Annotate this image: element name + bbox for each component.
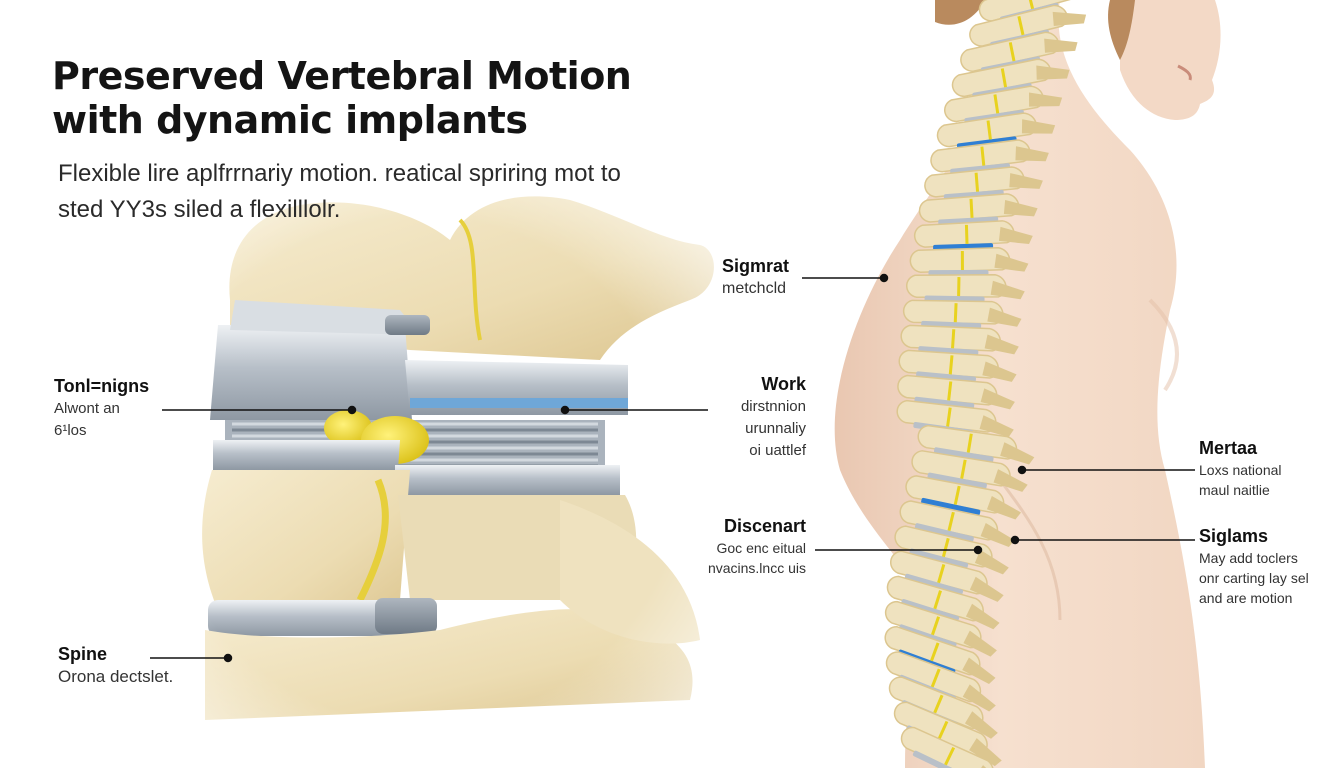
callout-work-line-3: oi uattlef bbox=[749, 442, 806, 459]
implant-closeup bbox=[160, 190, 740, 750]
callout-discenart-line-2: nvacins.lncc uis bbox=[707, 560, 806, 576]
callout-sigmrat-title: Sigmrat bbox=[722, 256, 790, 276]
vertebra bbox=[890, 550, 1004, 602]
callout-work-line-2: urunnaliy bbox=[745, 420, 806, 437]
vertebra bbox=[905, 475, 1022, 520]
callout-work-title: Work bbox=[761, 374, 806, 394]
head bbox=[935, 0, 1221, 120]
callout-siglams-line-1: May add toclers bbox=[1199, 550, 1298, 566]
callout-discenart-title: Discenart bbox=[723, 516, 806, 536]
callout-discenart: Discenart Goc enc eitual nvacins.lncc ui… bbox=[660, 514, 806, 578]
callout-siglams: Siglams May add toclers onr carting lay … bbox=[1199, 524, 1309, 608]
callout-tonlenigns: Tonl=nigns Alwont an 6¹los bbox=[54, 374, 149, 442]
callout-siglams-line-3: and are motion bbox=[1199, 590, 1293, 606]
subtitle-line-2: sted YY3s siled a flexilllolr. bbox=[58, 196, 341, 223]
callout-discenart-line-1: Goc enc eitual bbox=[716, 540, 807, 556]
callout-mertaa-line-2: maul naitlie bbox=[1199, 482, 1270, 498]
callout-tonlenigns-title: Tonl=nigns bbox=[54, 376, 150, 396]
vertebra bbox=[900, 726, 1008, 768]
callout-mertaa: Mertaa Loxs national maul naitlie bbox=[1199, 436, 1282, 500]
callout-tonlenigns-line-1: Alwont an bbox=[54, 400, 120, 417]
vertebra bbox=[918, 193, 1038, 226]
callout-sigmrat-line-1: metchcld bbox=[722, 280, 787, 297]
callout-spine-line-1: Orona dectslet. bbox=[58, 667, 174, 686]
callout-mertaa-title: Mertaa bbox=[1199, 438, 1258, 458]
headline-line-2: with dynamic implants bbox=[52, 98, 528, 142]
vertebra bbox=[897, 374, 1015, 410]
vertebra bbox=[911, 450, 1028, 492]
callout-work-line-1: dirstnnion bbox=[740, 398, 806, 415]
spine-column bbox=[884, 0, 1087, 768]
headline-line-1: Preserved Vertebral Motion bbox=[52, 54, 632, 98]
vertebra bbox=[899, 500, 1015, 547]
headline: Preserved Vertebral Motion with dynamic … bbox=[52, 54, 632, 142]
callout-spine: Spine Orona dectslet. bbox=[58, 642, 173, 688]
subtitle: Flexible lire aplfrrnariy motion. reatic… bbox=[58, 156, 621, 228]
callout-work: Work dirstnnion urunnaliy oi uattlef bbox=[660, 372, 806, 462]
vertebra bbox=[894, 525, 1009, 575]
leader-lines bbox=[150, 273, 1195, 663]
callout-siglams-line-2: onr carting lay sel bbox=[1199, 570, 1309, 586]
callout-sigmrat: Sigmrat metchcld bbox=[722, 254, 789, 300]
callout-spine-title: Spine bbox=[58, 644, 108, 664]
callout-tonlenigns-line-2: 6¹los bbox=[54, 422, 87, 439]
subtitle-line-1: Flexible lire aplfrrnariy motion. reatic… bbox=[58, 160, 621, 187]
vertebra bbox=[917, 424, 1035, 465]
callout-siglams-title: Siglams bbox=[1199, 526, 1269, 546]
callout-mertaa-line-1: Loxs national bbox=[1199, 462, 1282, 478]
vertebra bbox=[924, 166, 1043, 201]
